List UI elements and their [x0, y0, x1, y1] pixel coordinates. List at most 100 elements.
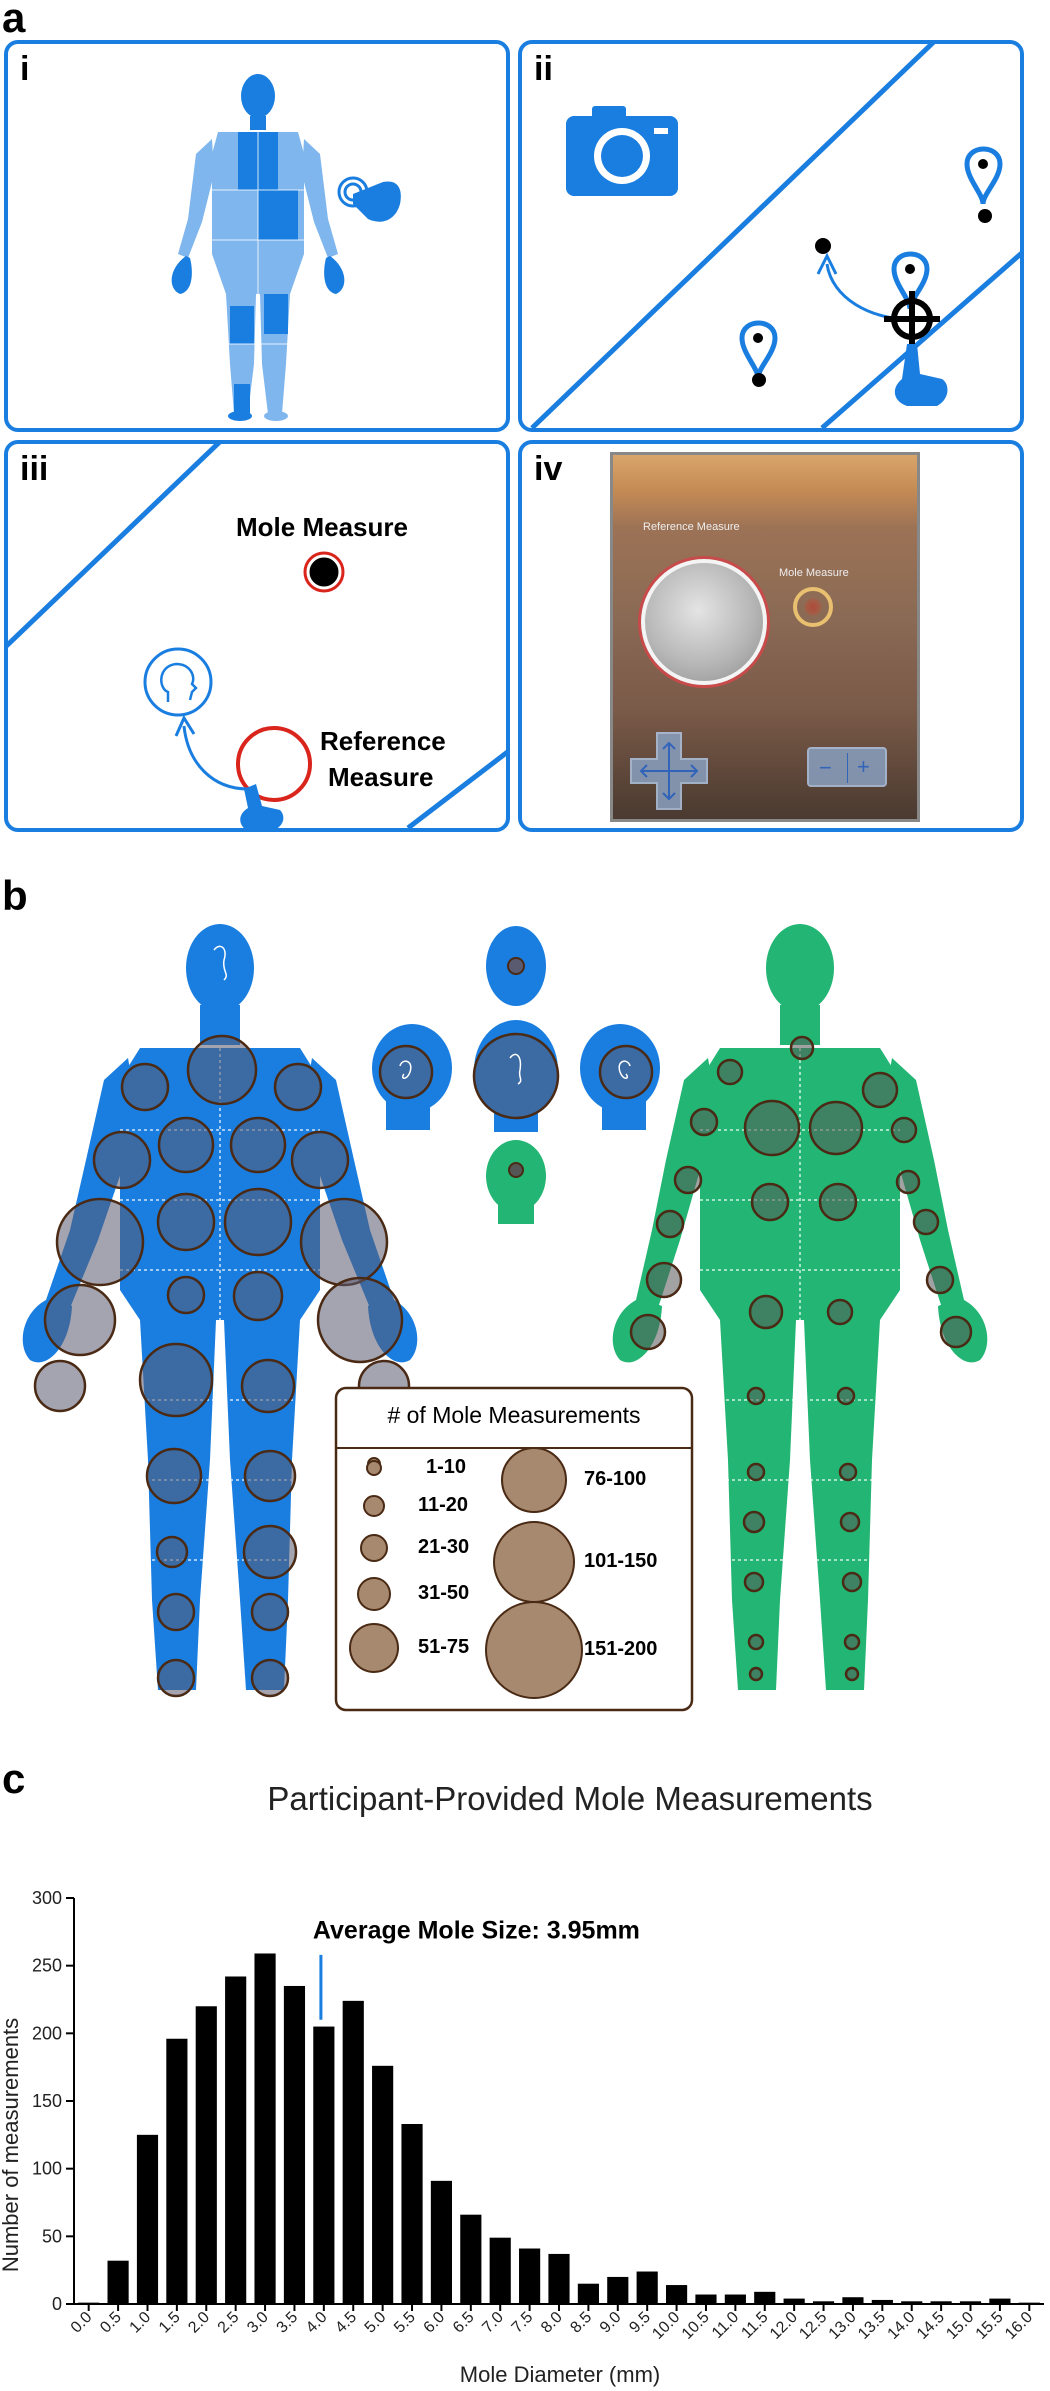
- y-tick-label: 200: [32, 2023, 62, 2043]
- subpanel-ii: ii: [518, 40, 1024, 432]
- mole-measure-label: Mole Measure: [236, 512, 408, 542]
- bar-3.5: [283, 1985, 306, 2304]
- subpanel-label-iii: iii: [20, 450, 49, 488]
- legend-item-3: 21-30: [418, 1536, 470, 1558]
- chart-title: Participant-Provided Mole Measurements: [267, 1780, 873, 1817]
- bar-6.5: [460, 2214, 482, 2304]
- x-tick-label: 9.0: [597, 2309, 625, 2337]
- mole-marker[interactable]: [793, 587, 833, 627]
- app-screenshot: Reference Measure Mole Measure − +: [610, 452, 920, 822]
- x-tick-label: 7.5: [509, 2309, 537, 2337]
- x-tick-label: 8.5: [567, 2309, 595, 2337]
- x-tick-label: 1.0: [127, 2309, 155, 2337]
- coin-reference: [641, 559, 767, 685]
- subpanel-i: i: [4, 40, 510, 432]
- bar-1.0: [136, 2134, 159, 2304]
- panel-letter-c: c: [2, 1755, 26, 1802]
- body-map-illustration: [171, 74, 401, 421]
- direction-pad[interactable]: [627, 729, 711, 813]
- panel-letter-b: b: [2, 872, 28, 919]
- x-tick-label: 0.5: [97, 2309, 125, 2337]
- x-tick-label: 11.5: [738, 2309, 771, 2342]
- legend-item-1: 1-10: [426, 1456, 467, 1478]
- reference-measure-label-1: Reference: [320, 726, 446, 756]
- legend-item-8: 151-200: [584, 1638, 658, 1660]
- camera-icon: [566, 106, 678, 196]
- panel-letter-a: a: [2, 0, 26, 41]
- head-front-view: [472, 1020, 560, 1132]
- x-tick-label: 10.0: [649, 2309, 683, 2343]
- subpanel-label-ii: ii: [534, 50, 553, 88]
- x-tick-label: 12.0: [767, 2309, 801, 2343]
- touch-hand-icon: [894, 344, 948, 406]
- bar-1.5: [166, 2038, 188, 2304]
- touch-hand-icon: [337, 176, 401, 222]
- bar-15.5: [989, 2298, 1011, 2304]
- bar-4.5: [342, 2000, 364, 2304]
- head-profile-icon: [143, 647, 213, 717]
- x-tick-label: 2.0: [185, 2309, 213, 2337]
- reference-measure-text: Reference Measure: [643, 521, 740, 533]
- x-tick-label: 0.0: [68, 2309, 96, 2337]
- reference-measure-label-2: Measure: [328, 762, 434, 792]
- bar-13.5: [871, 2299, 893, 2304]
- x-tick-label: 4.0: [303, 2309, 331, 2337]
- bar-10.5: [695, 2294, 717, 2304]
- bar-5.0: [372, 2065, 394, 2304]
- y-tick-label: 100: [32, 2159, 62, 2179]
- x-tick-label: 1.5: [156, 2309, 184, 2337]
- bar-11.5: [754, 2291, 776, 2304]
- x-axis-label: Mole Diameter (mm): [460, 2362, 660, 2387]
- bar-11.0: [724, 2294, 746, 2304]
- zoom-in-icon[interactable]: +: [857, 754, 870, 779]
- legend-item-5: 51-75: [418, 1636, 470, 1658]
- mole-measure-text: Mole Measure: [779, 567, 849, 579]
- bar-13.0: [842, 2297, 864, 2304]
- x-tick-label: 6.0: [420, 2309, 448, 2337]
- x-tick-label: 6.5: [450, 2309, 478, 2337]
- legend-item-7: 101-150: [584, 1550, 658, 1572]
- y-tick-label: 150: [32, 2091, 62, 2111]
- bar-14.0: [901, 2301, 923, 2304]
- bar-5.5: [401, 2124, 423, 2304]
- y-tick-label: 300: [32, 1888, 62, 1908]
- x-tick-label: 5.0: [362, 2309, 390, 2337]
- bar-8.5: [577, 2283, 599, 2304]
- x-tick-label: 11.0: [709, 2309, 742, 2342]
- legend-item-2: 11-20: [418, 1494, 469, 1516]
- bar-8.0: [548, 2253, 570, 2304]
- location-pin-icon: [739, 320, 778, 387]
- legend-item-6: 76-100: [584, 1468, 647, 1490]
- average-annotation: Average Mole Size: 3.95mm: [313, 1917, 640, 1945]
- subpanel-iv: iv Reference Measure Mole Measure − +: [518, 440, 1024, 832]
- bar-4.0: [313, 2026, 335, 2304]
- x-tick-label: 5.5: [391, 2309, 419, 2337]
- zoom-out-icon[interactable]: −: [819, 755, 832, 780]
- x-tick-label: 12.5: [796, 2309, 830, 2343]
- subpanel-label-i: i: [20, 50, 30, 88]
- subpanel-iii: iii Mole Measure Reference Measure: [4, 440, 510, 832]
- blue-mole-markers: [33, 1034, 411, 1698]
- panel-b-body-maps: # of Mole Measurements 1-10 11-20 21-30 …: [0, 900, 1050, 1720]
- bar-0.5: [107, 2260, 129, 2304]
- bar-7.0: [489, 2237, 511, 2304]
- touch-hand-icon: [240, 784, 284, 828]
- y-tick-label: 0: [52, 2294, 62, 2314]
- bar-3.0: [254, 1953, 276, 2304]
- x-tick-label: 14.0: [885, 2309, 919, 2343]
- x-tick-label: 7.0: [479, 2309, 507, 2337]
- legend-title: # of Mole Measurements: [387, 1402, 641, 1428]
- bar-15.0: [959, 2301, 982, 2304]
- x-tick-label: 2.5: [215, 2309, 243, 2337]
- zoom-controls[interactable]: − +: [807, 747, 887, 787]
- bar-9.5: [636, 2271, 658, 2304]
- crosshair-icon: [884, 291, 940, 347]
- green-mole-markers: [629, 1035, 973, 1682]
- x-tick-label: 15.0: [943, 2309, 977, 2343]
- x-tick-label: 10.5: [679, 2309, 713, 2343]
- bar-12.0: [783, 2298, 805, 2304]
- head-back-view-green: [486, 1140, 546, 1224]
- panel-c-chart: Participant-Provided Mole Measurements 0…: [0, 1770, 1050, 2391]
- x-tick-label: 14.5: [914, 2309, 948, 2343]
- bar-2.0: [195, 2006, 217, 2304]
